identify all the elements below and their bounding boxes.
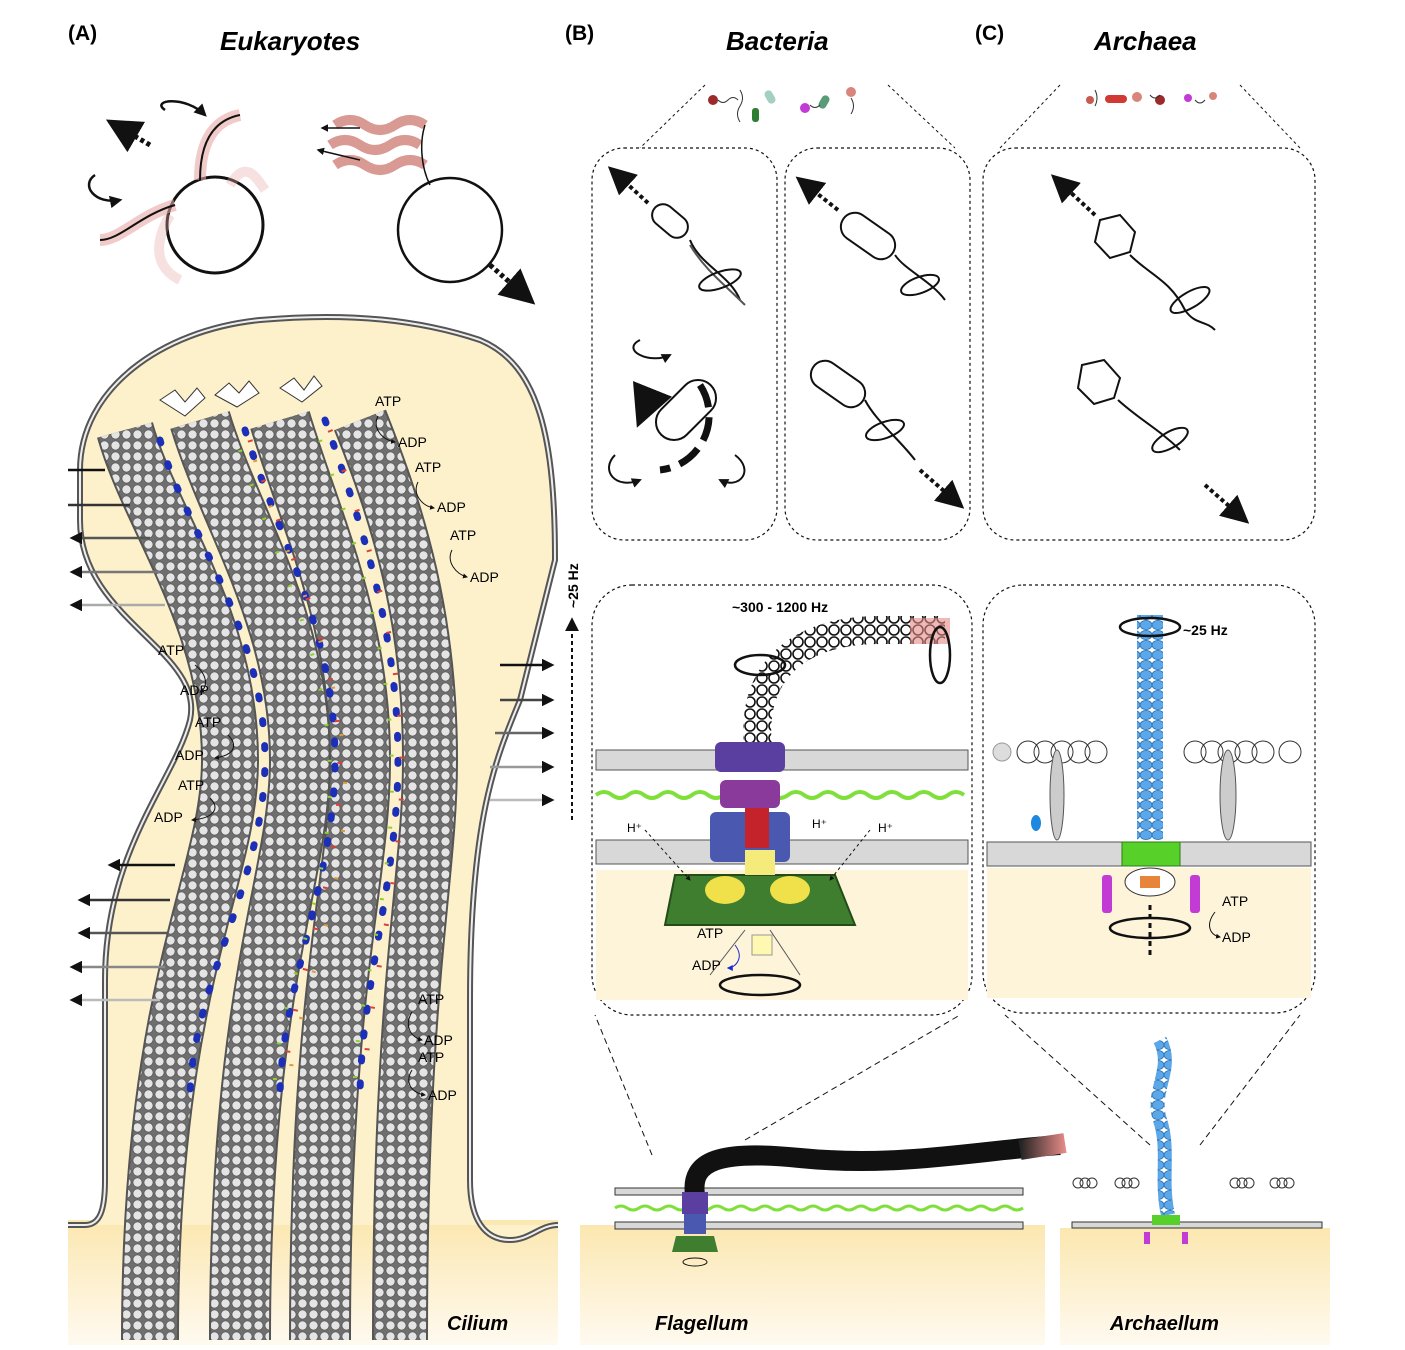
panel-c-letter: (C) [975, 22, 1004, 45]
adp-label: ADP [398, 434, 427, 450]
adp-label: ADP [175, 747, 204, 763]
h-plus-label: H⁺ [812, 817, 827, 831]
atp-label: ATP [375, 393, 401, 409]
cilium-label: Cilium [447, 1313, 508, 1335]
cilium-atp-labels: ATP ADP ATP ADP ATP ADP ATP ADP ATP ADP … [154, 393, 499, 1103]
flow-arrows [68, 468, 555, 1007]
panel-b-title: Bacteria [726, 26, 829, 56]
panel-a-title: Eukaryotes [220, 26, 360, 56]
archaea-cells-legend [999, 84, 1301, 149]
bacteria-cells-legend [639, 84, 956, 149]
flagellum-label: Flagellum [655, 1313, 748, 1335]
atp-label: ATP [450, 527, 476, 543]
adp-label: ADP [424, 1032, 453, 1048]
cilium-freq-label: ~25 Hz [565, 563, 581, 608]
h-plus-label: H⁺ [627, 821, 642, 835]
panel-b-letter: (B) [565, 22, 594, 45]
flagellum-freq-label: ~300 - 1200 Hz [732, 599, 828, 615]
atp-label: ATP [195, 714, 221, 730]
adp-label: ADP [470, 569, 499, 585]
archaellum-atp-label: ATP [1222, 893, 1248, 909]
motor-atp-label: ATP [697, 925, 723, 941]
bacteria-motility-box-right [784, 147, 971, 541]
atp-label: ATP [158, 642, 184, 658]
bacteria-motility-box-left [591, 147, 778, 541]
adp-label: ADP [180, 682, 209, 698]
h-plus-label: H⁺ [878, 821, 893, 835]
archaellum-label: Archaellum [1109, 1313, 1219, 1335]
axoneme [97, 375, 459, 1341]
atp-label: ATP [178, 777, 204, 793]
eukaryote-cell-breaststroke [87, 100, 270, 285]
cilium-frequency: ~25 Hz [565, 563, 581, 820]
adp-label: ADP [154, 809, 183, 825]
atp-label: ATP [415, 459, 441, 475]
motor-adp-label: ADP [692, 957, 721, 973]
archaellum-adp-label: ADP [1222, 929, 1251, 945]
panel-c-title: Archaea [1093, 26, 1197, 56]
flagellum-overview [580, 1014, 1067, 1345]
adp-label: ADP [437, 499, 466, 515]
adp-label: ADP [428, 1087, 457, 1103]
archaellum-motor-detail: ~25 Hz ATP ADP [982, 584, 1316, 1014]
eukaryote-cell-undulating [316, 115, 536, 305]
archaellum-freq-label: ~25 Hz [1183, 622, 1228, 638]
flagellar-motor-detail: ~300 - 1200 Hz H⁺ H⁺ H⁺ ATP ADP [591, 584, 973, 1016]
atp-label: ATP [418, 1049, 444, 1065]
archaellum-overview [1004, 1014, 1330, 1345]
archaea-motility-box [982, 147, 1316, 541]
panel-a-letter: (A) [68, 22, 97, 45]
atp-label: ATP [418, 991, 444, 1007]
